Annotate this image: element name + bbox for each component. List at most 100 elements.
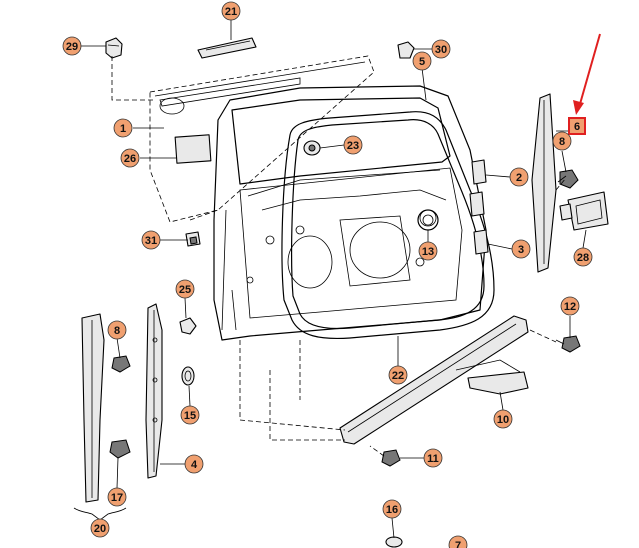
callout-17: 17 <box>107 487 127 507</box>
part-29-clip <box>105 37 123 59</box>
callout-number: 5 <box>419 56 425 68</box>
part-4-seal-strip <box>145 303 163 479</box>
callout-marker <box>448 535 468 548</box>
callout-number: 7 <box>455 540 461 548</box>
callout-number: 8 <box>559 136 565 148</box>
callout-marker <box>509 167 529 187</box>
callout-number: 25 <box>179 284 191 296</box>
callout-25: 25 <box>175 279 195 299</box>
part-16-plug <box>385 536 403 548</box>
callouts-layer: 21 29 30 5 6 1 26 23 8 2 31 13 3 28 25 12 8 22 10 15 4 11 17 20… <box>62 1 593 548</box>
callout-marker <box>423 448 443 468</box>
callout-number: 31 <box>145 235 157 247</box>
callout-number: 23 <box>347 140 359 152</box>
callout-marker <box>343 135 363 155</box>
callout-number: 26 <box>124 153 136 165</box>
callout-23: 23 <box>343 135 363 155</box>
callout-number: 28 <box>577 252 589 264</box>
callout-marker <box>382 499 402 519</box>
callout-number: 3 <box>518 244 524 256</box>
callout-31: 31 <box>141 230 161 250</box>
callout-6: 6 <box>568 117 586 135</box>
assembly-guides <box>111 56 567 457</box>
callout-marker <box>221 1 241 21</box>
callout-number: 1 <box>120 123 126 135</box>
callout-16: 16 <box>382 499 402 519</box>
part-25-clip <box>179 317 197 335</box>
callout-28: 28 <box>573 247 593 267</box>
callout-marker <box>493 409 513 429</box>
callout-15: 15 <box>180 405 200 425</box>
callout-marker <box>552 131 572 151</box>
callout-marker <box>90 518 110 538</box>
callout-29: 29 <box>62 36 82 56</box>
part-21-strip <box>197 37 257 59</box>
part-30-clip <box>397 41 415 59</box>
callout-number: 17 <box>111 492 123 504</box>
callout-number: 13 <box>422 246 434 258</box>
part-10-regulator <box>339 315 529 445</box>
callout-marker <box>120 148 140 168</box>
callout-marker <box>180 405 200 425</box>
callout-marker <box>113 118 133 138</box>
callout-number: 29 <box>66 41 78 53</box>
callout-number: 20 <box>94 523 106 535</box>
callout-number: 4 <box>191 459 198 471</box>
callout-number: 15 <box>184 410 196 422</box>
callout-number: 21 <box>225 6 237 18</box>
callout-marker <box>175 279 195 299</box>
callout-number: 6 <box>574 121 580 133</box>
callout-number: 11 <box>427 453 439 465</box>
callout-21: 21 <box>221 1 241 21</box>
callout-number: 30 <box>435 44 447 56</box>
callout-26: 26 <box>120 148 140 168</box>
callout-8: 8 <box>107 320 127 340</box>
part-1-trim-panel <box>149 55 375 223</box>
callout-3: 3 <box>511 239 531 259</box>
part-2-bracket <box>469 159 487 217</box>
callout-5: 5 <box>412 51 432 71</box>
part-3-bracket <box>473 229 489 255</box>
callout-marker <box>431 39 451 59</box>
callout-12: 12 <box>560 296 580 316</box>
part-28-bracket <box>559 191 609 231</box>
callout-marker <box>107 320 127 340</box>
callout-20: 20 <box>90 518 110 538</box>
callout-number: 8 <box>114 325 120 337</box>
callout-10: 10 <box>493 409 513 429</box>
highlight-arrow <box>573 33 601 115</box>
callout-number: 16 <box>386 504 398 516</box>
callout-marker <box>560 296 580 316</box>
part-22-weatherstrip <box>281 111 495 340</box>
part-11-bolt <box>381 449 401 467</box>
callout-number: 12 <box>564 301 576 313</box>
part-8-bolt-left <box>111 355 131 373</box>
callout-1: 1 <box>113 118 133 138</box>
part-20-pillar-trim <box>81 313 105 503</box>
part-8-bolt-upper <box>557 169 579 189</box>
callout-marker <box>511 239 531 259</box>
callout-marker <box>418 241 438 261</box>
callout-7: 7 <box>448 535 468 548</box>
callout-8: 8 <box>552 131 572 151</box>
door-shell <box>213 85 487 341</box>
part-6-channel <box>531 93 557 273</box>
callout-marker <box>568 117 586 135</box>
callout-marker <box>184 454 204 474</box>
callout-marker <box>388 365 408 385</box>
callout-marker <box>141 230 161 250</box>
callout-marker <box>62 36 82 56</box>
callout-30: 30 <box>431 39 451 59</box>
callout-number: 10 <box>497 414 509 426</box>
callout-marker <box>107 487 127 507</box>
callout-number: 22 <box>392 370 404 382</box>
part-23-plug <box>303 140 321 156</box>
callout-22: 22 <box>388 365 408 385</box>
part-12-bolt <box>555 335 581 353</box>
callout-number: 2 <box>516 172 522 184</box>
callout-marker <box>412 51 432 71</box>
callout-13: 13 <box>418 241 438 261</box>
part-17-bolt <box>109 439 131 459</box>
callout-11: 11 <box>423 448 443 468</box>
